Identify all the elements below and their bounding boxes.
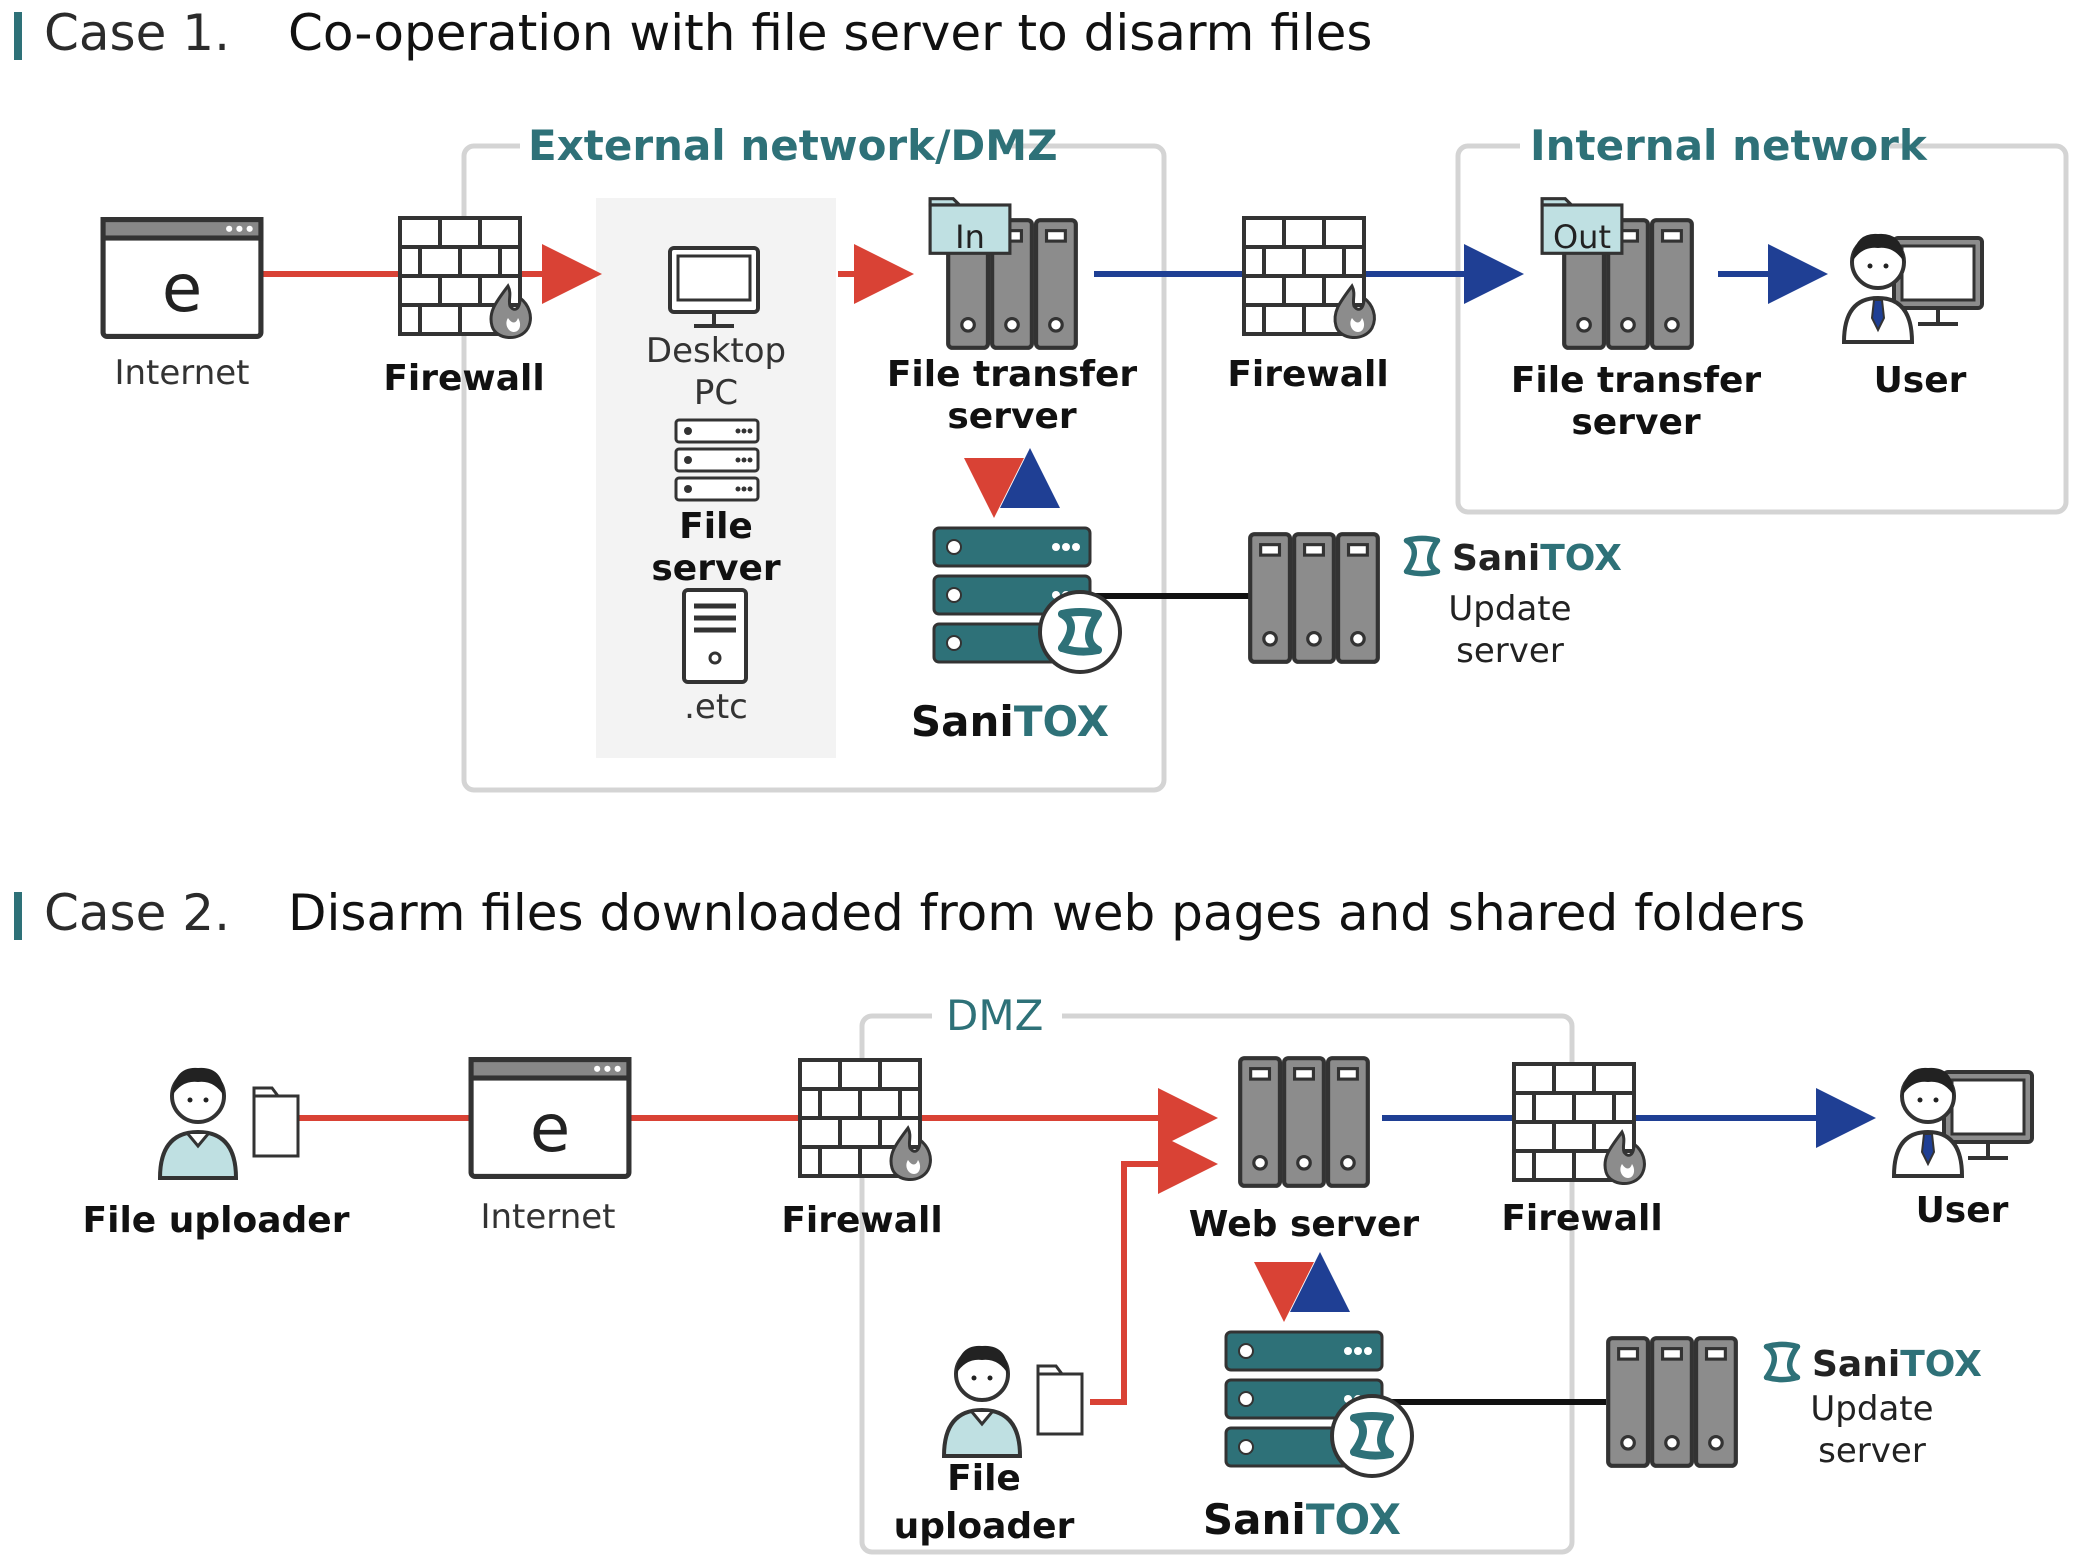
c2-update-label-1: Update xyxy=(1810,1389,1933,1429)
c1-sanitox-brand: SaniTOX xyxy=(911,697,1109,746)
user-icon xyxy=(1892,1065,2034,1178)
firewall-icon xyxy=(798,1058,933,1182)
browser-icon xyxy=(471,1060,629,1177)
uploader-icon xyxy=(942,1343,1084,1458)
c1-transfer-in-label-2: server xyxy=(947,396,1076,437)
sanitox-logo-icon xyxy=(1407,538,1438,573)
c1-desktop-label-2: PC xyxy=(694,373,738,413)
web-server-icon xyxy=(1240,1058,1368,1186)
zone-dmz-label: DMZ xyxy=(946,991,1043,1040)
c1-in-tag: In xyxy=(955,218,985,256)
case2-label: Case 2. xyxy=(44,884,230,942)
firewall-icon xyxy=(1242,216,1377,340)
file-server-icon xyxy=(674,418,760,502)
c1-firewall2-label: Firewall xyxy=(1227,354,1388,395)
sanitox-logo-icon xyxy=(1767,1344,1798,1379)
c1-transfer-out-label-1: File transfer xyxy=(1511,360,1762,401)
c1-firewall1-label: Firewall xyxy=(383,358,544,399)
c1-update-brand: SaniTOX xyxy=(1452,538,1622,579)
case2-heading-bar xyxy=(14,892,22,940)
browser-icon xyxy=(103,220,261,337)
c2-uploader-label: File uploader xyxy=(83,1200,350,1241)
firewall-icon xyxy=(1512,1062,1647,1186)
case1-label: Case 1. xyxy=(44,4,230,62)
update-server-icon xyxy=(1608,1338,1736,1466)
c1-transfer-in-label-1: File transfer xyxy=(887,354,1138,395)
c2-firewall2-label: Firewall xyxy=(1501,1198,1662,1239)
c1-etc-label: .etc xyxy=(684,687,748,727)
c2-internet-label: Internet xyxy=(480,1197,615,1237)
c1-fileserver-label-2: server xyxy=(651,548,780,589)
c2-uploader2-label-1: File xyxy=(947,1458,1021,1499)
c2-update-label-2: server xyxy=(1818,1431,1926,1471)
c1-update-label-1: Update xyxy=(1448,589,1571,629)
sanitox-server-icon xyxy=(934,528,1120,672)
uploader-icon xyxy=(158,1065,300,1180)
zone-external-label: External network/DMZ xyxy=(528,121,1058,170)
case2-heading: Case 2. Disarm files downloaded from web… xyxy=(14,884,1805,942)
c1-user-label: User xyxy=(1874,360,1967,401)
user-icon xyxy=(1842,231,1984,344)
tower-pc-icon xyxy=(684,590,746,682)
zone-dmz xyxy=(859,1013,1575,1555)
c2-uploader2-label-2: uploader xyxy=(894,1506,1075,1547)
c1-update-label-2: server xyxy=(1456,631,1564,671)
c2-user-label: User xyxy=(1916,1190,2009,1231)
sanitox-server-icon xyxy=(1226,1332,1412,1476)
zone-internal-label: Internal network xyxy=(1530,121,1928,170)
c1-fileserver-label-1: File xyxy=(679,506,753,547)
c2-firewall1-label: Firewall xyxy=(781,1200,942,1241)
case1-heading: Case 1. Co-operation with file server to… xyxy=(14,4,1372,62)
c1-desktop-label-1: Desktop xyxy=(646,331,786,371)
c2-update-brand: SaniTOX xyxy=(1812,1344,1982,1385)
c1-out-tag: Out xyxy=(1553,218,1611,256)
firewall-icon xyxy=(398,216,533,340)
c1-internet-label: Internet xyxy=(114,353,249,393)
c1-transfer-out-label-2: server xyxy=(1571,402,1700,443)
c2-webserver-label: Web server xyxy=(1189,1204,1420,1245)
c2-arrow-uploader2-web xyxy=(1090,1134,1218,1405)
case2-title: Disarm files downloaded from web pages a… xyxy=(288,884,1805,942)
case1-heading-bar xyxy=(14,12,22,60)
c2-sanitox-brand: SaniTOX xyxy=(1203,1495,1401,1544)
case1-title: Co-operation with file server to disarm … xyxy=(288,4,1372,62)
update-server-icon xyxy=(1250,534,1378,662)
